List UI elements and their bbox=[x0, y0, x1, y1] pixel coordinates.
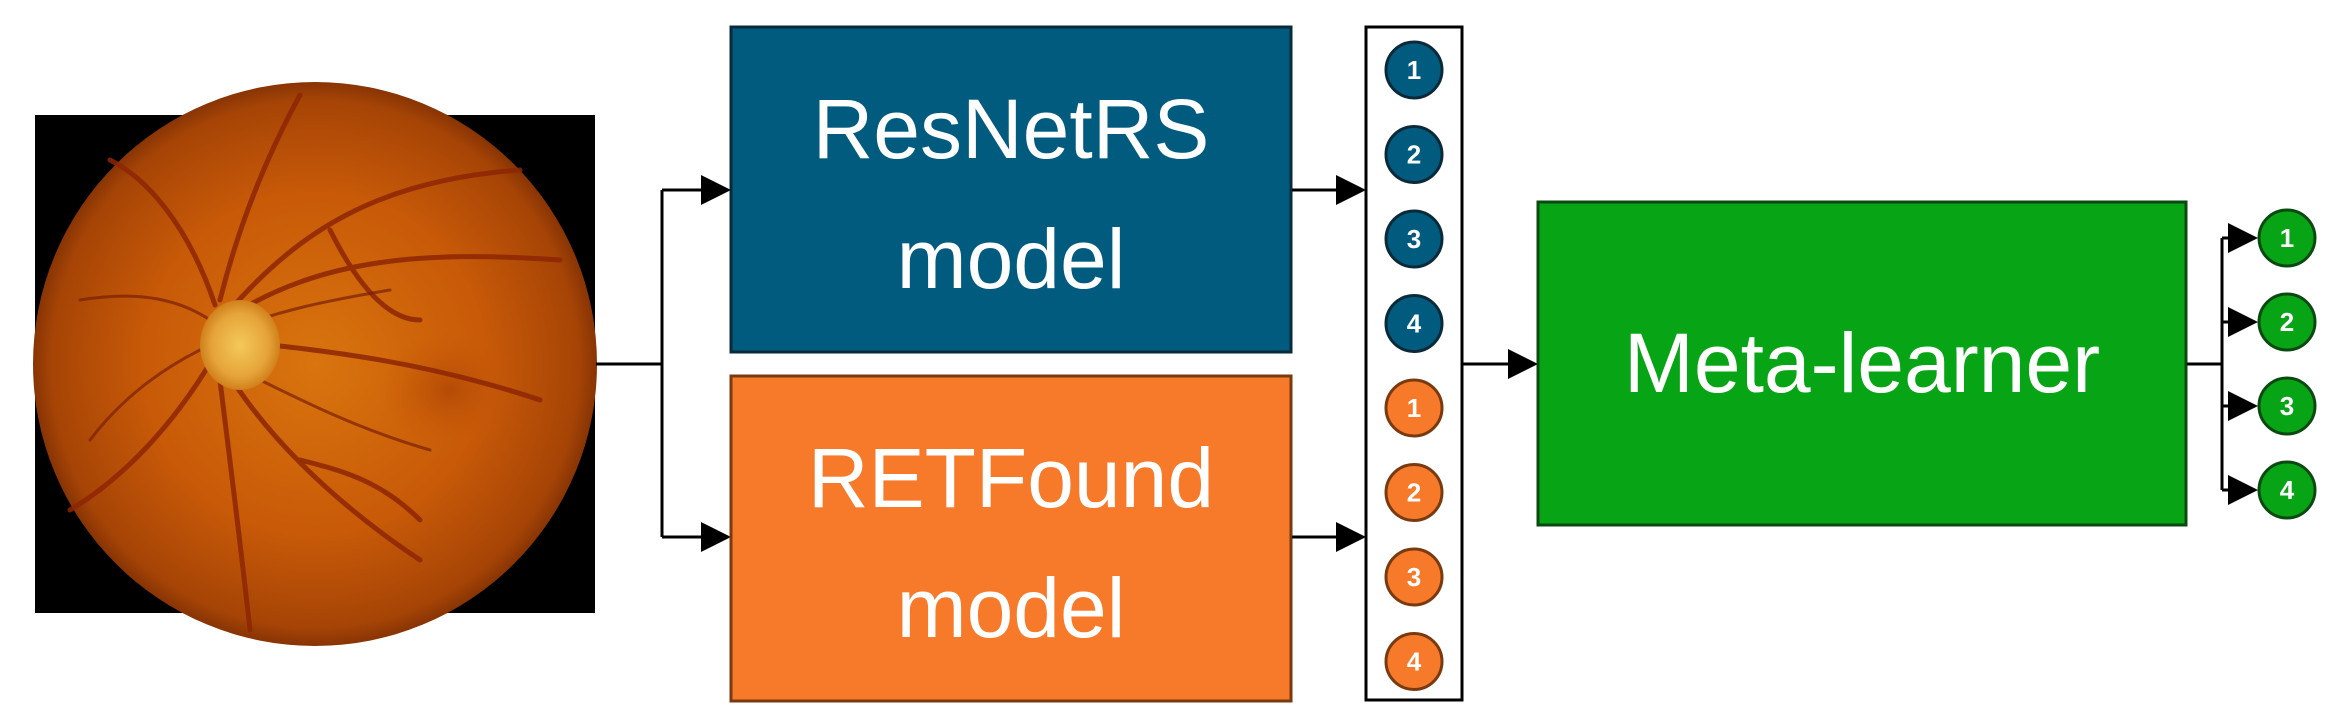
resnet-output-node-4-label: 4 bbox=[1407, 309, 1422, 339]
resnet-output-node-2: 2 bbox=[1384, 125, 1444, 184]
feature-vector-nodes: 1 2 3 4 1 2 3 4 bbox=[1384, 40, 1444, 691]
resnet-output-node-4: 4 bbox=[1384, 294, 1444, 353]
retfound-output-node-4-circle bbox=[1384, 632, 1444, 691]
retfound-output-node-4-label: 4 bbox=[1407, 647, 1422, 677]
resnet-output-node-2-label: 2 bbox=[1407, 140, 1421, 170]
model-output-connectors bbox=[1292, 175, 1366, 552]
resnet-output-node-2-circle bbox=[1384, 125, 1444, 184]
retfound-output-node-2-label: 2 bbox=[1407, 478, 1421, 508]
final-output-node-2: 2 bbox=[2257, 292, 2317, 352]
resnet-output-node-4-circle bbox=[1384, 294, 1444, 353]
resnet-output-node-3-circle bbox=[1384, 209, 1444, 269]
final-output-nodes: 1 2 3 4 bbox=[2257, 208, 2317, 520]
retfound-output-node-3-label: 3 bbox=[1407, 562, 1421, 592]
input-split-connector bbox=[596, 175, 731, 552]
final-output-node-3-label: 3 bbox=[2280, 391, 2294, 421]
final-output-node-1-circle bbox=[2257, 208, 2317, 268]
retfound-output-node-1-circle bbox=[1384, 378, 1444, 438]
retfound-output-node-1-label: 1 bbox=[1407, 393, 1421, 423]
retfound-output-node-3: 3 bbox=[1384, 547, 1444, 607]
final-output-node-2-circle bbox=[2257, 292, 2317, 352]
retfound-model-label-line2: model bbox=[897, 561, 1126, 655]
retfound-model-label-line1: RETFound bbox=[808, 431, 1214, 525]
optic-disc bbox=[200, 300, 280, 390]
retfound-model-box: RETFound model bbox=[729, 374, 1293, 703]
final-output-node-3: 3 bbox=[2257, 376, 2317, 436]
final-output-node-1: 1 bbox=[2257, 208, 2317, 268]
meta-learner-box: Meta-learner bbox=[1536, 200, 2188, 527]
resnet-output-node-3-label: 3 bbox=[1407, 224, 1421, 254]
resnetrs-model-box: ResNetRS model bbox=[729, 25, 1293, 354]
retfound-output-node-3-circle bbox=[1384, 547, 1444, 607]
final-output-node-3-circle bbox=[2257, 376, 2317, 436]
final-output-node-4-label: 4 bbox=[2280, 475, 2295, 505]
resnetrs-model-label-line1: ResNetRS bbox=[813, 82, 1210, 176]
retfound-output-node-2-circle bbox=[1384, 463, 1444, 522]
final-output-node-2-label: 2 bbox=[2280, 307, 2294, 337]
final-output-node-1-label: 1 bbox=[2280, 223, 2294, 253]
resnet-output-node-1-circle bbox=[1384, 40, 1444, 100]
resnetrs-model-label-line2: model bbox=[897, 212, 1126, 306]
resnet-output-node-1: 1 bbox=[1384, 40, 1444, 100]
resnet-output-node-1-label: 1 bbox=[1407, 55, 1421, 85]
final-output-node-4: 4 bbox=[2257, 460, 2317, 520]
retfound-output-node-4: 4 bbox=[1384, 632, 1444, 691]
retfound-output-node-1: 1 bbox=[1384, 378, 1444, 438]
resnet-output-node-3: 3 bbox=[1384, 209, 1444, 269]
final-output-node-4-circle bbox=[2257, 460, 2317, 520]
retfound-output-node-2: 2 bbox=[1384, 463, 1444, 522]
retinal-fundus-image bbox=[33, 82, 597, 646]
final-output-connectors bbox=[2187, 223, 2258, 505]
meta-learner-label: Meta-learner bbox=[1624, 316, 2100, 410]
